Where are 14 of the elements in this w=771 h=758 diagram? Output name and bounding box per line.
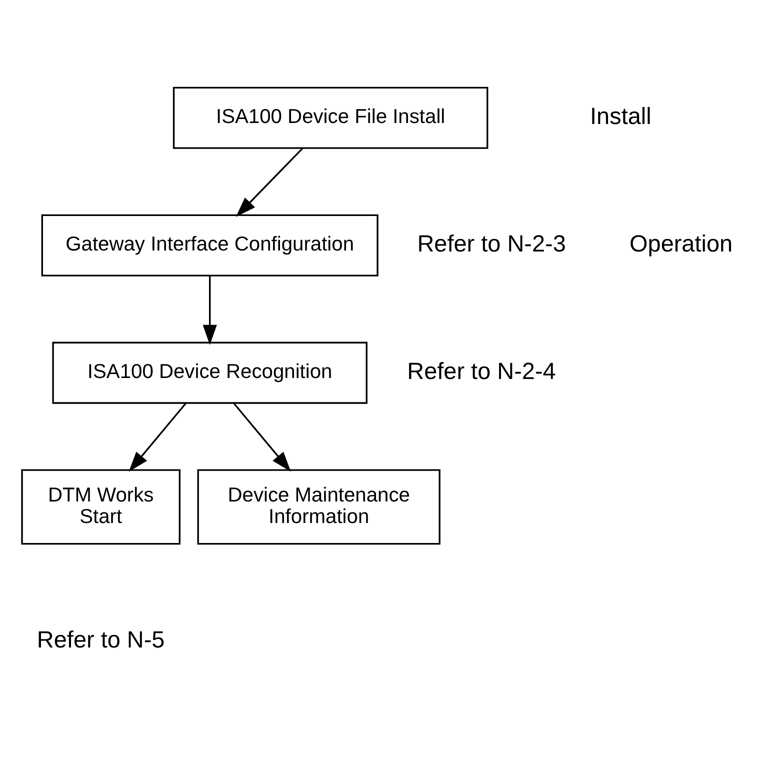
node-box: ISA100 Device File Install (172, 86, 488, 148)
arrow (128, 402, 186, 472)
node-box: Device Maintenance Information (197, 468, 440, 544)
arrow (236, 147, 304, 216)
node-box: Gateway Interface Configuration (41, 214, 378, 276)
node-box: DTM Works Start (21, 468, 180, 544)
arrow (233, 402, 291, 472)
node-label: Refer to N-5 (36, 626, 165, 652)
label: Install (590, 102, 652, 129)
arrow (202, 275, 217, 345)
node-label: Refer to N-2-3 (417, 230, 566, 256)
node-box: ISA100 Device Recognition (52, 341, 368, 404)
node-label: Refer to N-2-4 (407, 357, 556, 384)
label: Operation (630, 230, 733, 256)
